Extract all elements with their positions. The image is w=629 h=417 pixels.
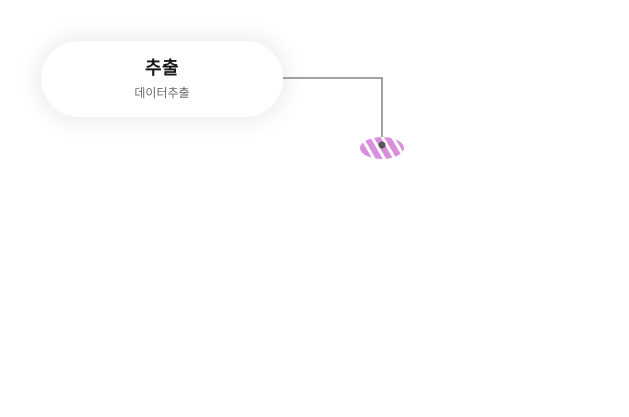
region-marker[interactable] [360, 137, 404, 159]
anchor-dot [378, 141, 386, 149]
tooltip-card: 추출 데이터추출 [41, 41, 283, 117]
tooltip-title: 추출 [144, 57, 180, 79]
region-marker-ellipse[interactable] [360, 137, 404, 159]
connector-line [283, 77, 383, 145]
tooltip-subtitle: 데이터추출 [134, 85, 190, 100]
